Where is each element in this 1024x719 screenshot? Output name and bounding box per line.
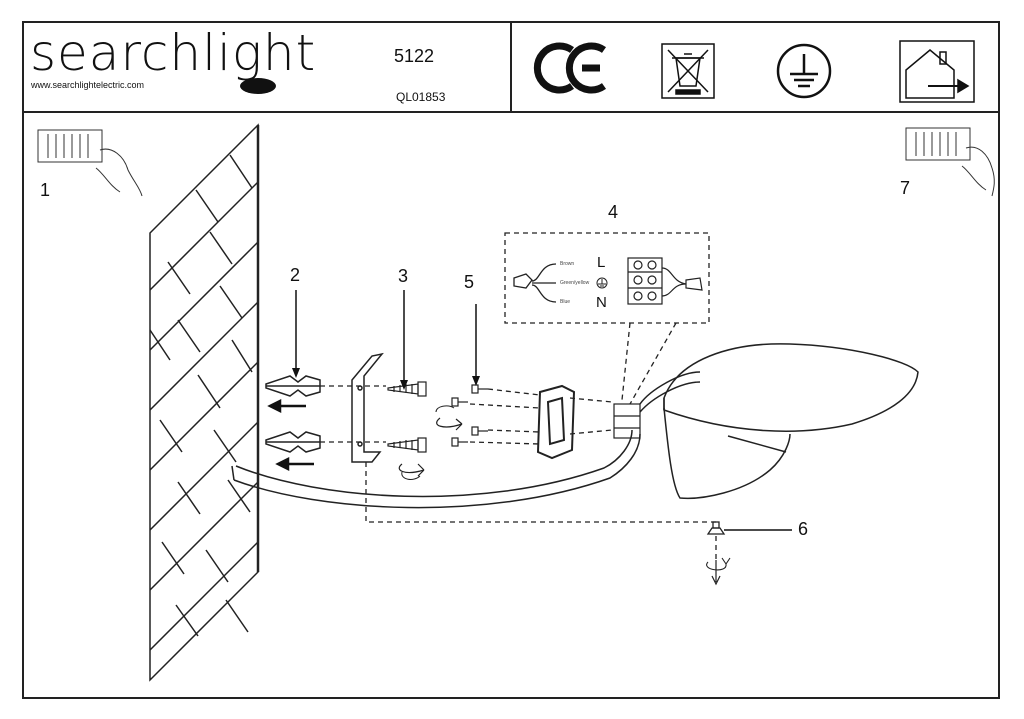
push-arrows <box>267 398 314 472</box>
brand-logo-dot <box>240 78 276 94</box>
screw-upper <box>387 381 427 397</box>
brick-wall <box>149 123 260 682</box>
wire-label-green-yellow: Green/yellow <box>560 280 590 286</box>
rotate-arrow-lower-tail <box>401 471 421 480</box>
document-code: QL01853 <box>396 90 446 104</box>
leader-arrow-3 <box>400 380 408 390</box>
model-number: 5122 <box>394 46 435 66</box>
website-text: www.searchlightelectric.com <box>31 80 145 90</box>
brand-logo: searchlight <box>30 24 317 82</box>
power-cable <box>231 429 641 509</box>
terminal-block <box>627 257 703 305</box>
ce-mark-icon <box>533 42 607 94</box>
wire-label-blue: Blue <box>560 299 571 305</box>
earth-ground-icon <box>776 43 832 99</box>
mounting-bracket <box>351 352 384 463</box>
leader-arrow-5 <box>472 376 480 386</box>
step-3-label: 3 <box>398 266 409 286</box>
wall-plug-lower <box>265 431 321 453</box>
fuse-box-illustration-right <box>905 127 995 197</box>
down-arrow-6 <box>711 560 721 586</box>
terminal-connector <box>613 371 701 439</box>
leader-arrow-2 <box>292 368 300 378</box>
rotate-arrow-6 <box>706 557 731 571</box>
small-screws <box>451 384 488 447</box>
wiring-callout-line-b <box>629 322 677 405</box>
screw-lower <box>387 437 427 453</box>
step-6-label: 6 <box>798 519 809 539</box>
rotate-arrow-upper-tail <box>435 405 455 413</box>
indoor-use-icon <box>899 40 975 103</box>
step-4-label: 4 <box>608 202 619 222</box>
supply-wires <box>513 263 557 303</box>
wire-label-brown: Brown <box>560 261 575 267</box>
grub-screw <box>706 521 726 535</box>
earth-symbol-small <box>596 277 608 289</box>
wiring-detail-box <box>504 232 710 324</box>
step-7-label: 7 <box>900 178 911 198</box>
wall-plug-upper <box>265 375 321 397</box>
step-5-label: 5 <box>464 272 475 292</box>
rotate-arrow-upper <box>436 417 463 431</box>
header-vertical-divider <box>510 21 512 113</box>
weee-bin-icon <box>661 43 715 99</box>
wall-light-fitting <box>663 343 919 500</box>
terminal-neutral-label: N <box>596 294 607 311</box>
mounting-plate <box>536 384 576 460</box>
step-2-label: 2 <box>290 265 301 285</box>
wiring-callout-line-a <box>621 322 631 401</box>
rotate-arrow-lower <box>398 463 425 477</box>
step-1-label: 1 <box>40 180 51 200</box>
terminal-live-label: L <box>597 254 606 271</box>
alignment-dashes <box>320 385 717 560</box>
fuse-box-illustration-left <box>37 129 143 197</box>
